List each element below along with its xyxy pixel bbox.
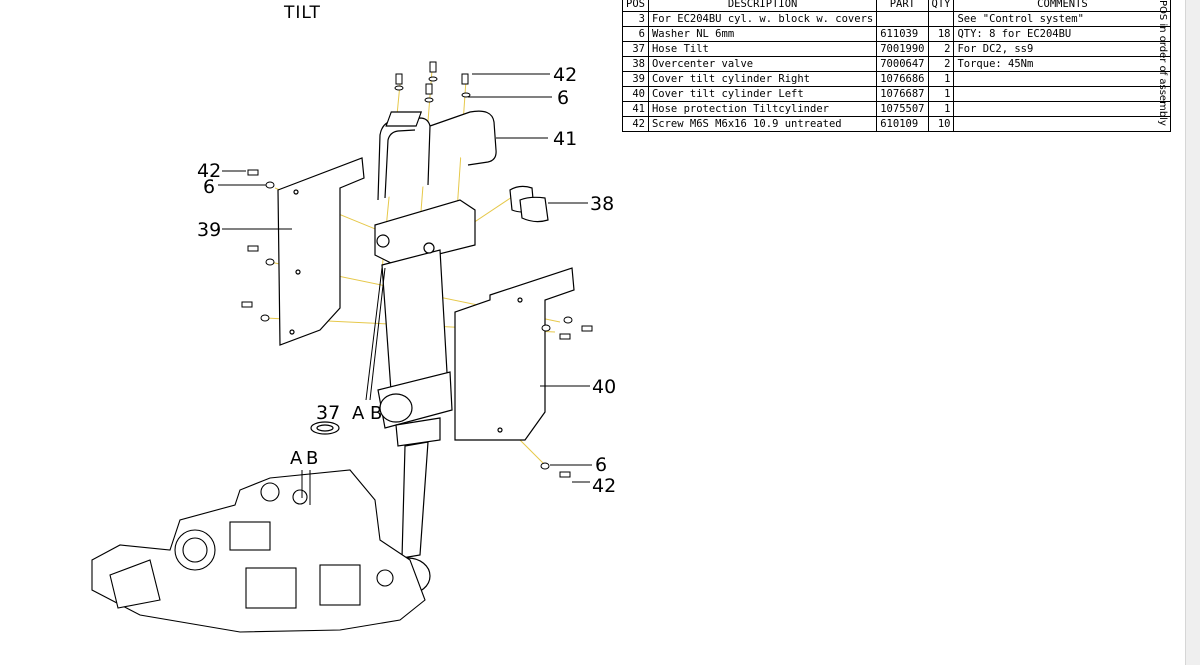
callout-41: 41 <box>553 128 577 150</box>
bom-table: POS DESCRIPTION PART QTY COMMENTS 3 For … <box>622 0 1172 132</box>
port-label-ab-upper: A B <box>352 403 382 424</box>
machine-base-part <box>91 469 426 633</box>
bom-part: 1075507 <box>876 101 929 117</box>
cover-right-part <box>277 157 365 346</box>
callout-6-bottom: 6 <box>595 454 607 476</box>
port-label-a-lower: A <box>290 448 303 469</box>
hose-protection-part <box>377 110 497 201</box>
bom-part: 7001990 <box>876 41 929 57</box>
callout-42-top: 42 <box>553 64 577 86</box>
leader-lines <box>218 73 592 505</box>
screw-and-washer-parts <box>241 61 593 478</box>
bom-description: Cover tilt cylinder Right <box>647 71 878 87</box>
bom-row: 41 Hose protection Tiltcylinder 1075507 … <box>622 101 1172 117</box>
cylinder-body-part <box>374 185 549 595</box>
callout-39: 39 <box>197 219 221 241</box>
callout-42-bottom: 42 <box>592 475 616 497</box>
bom-comments <box>953 116 1172 132</box>
bom-row: 3 For EC204BU cyl. w. block w. covers Se… <box>622 11 1172 27</box>
vertical-scrollbar[interactable] <box>1185 0 1200 665</box>
callout-6-top: 6 <box>557 87 569 109</box>
callout-40: 40 <box>592 376 616 398</box>
callout-37: 37 <box>316 402 340 424</box>
bom-pos: 37 <box>622 41 649 57</box>
bom-description: Screw M6S M6x16 10.9 untreated <box>647 116 878 132</box>
port-label-b-lower: B <box>306 448 318 469</box>
bom-comments: For DC2, ss9 <box>953 41 1172 57</box>
bom-comments: See "Control system" <box>953 11 1172 27</box>
hose-ring-part <box>310 421 340 435</box>
bom-qty: 18 <box>927 26 955 42</box>
bom-part: 610109 <box>876 116 929 132</box>
bom-qty: 10 <box>927 116 955 132</box>
bom-description: Cover tilt cylinder Left <box>647 86 878 102</box>
bom-pos: 38 <box>622 56 649 72</box>
bom-row: 37 Hose Tilt 7001990 2 For DC2, ss9 <box>622 41 1172 57</box>
callout-38: 38 <box>590 193 614 215</box>
bom-row: 38 Overcenter valve 7000647 2 Torque: 45… <box>622 56 1172 72</box>
bom-row: 40 Cover tilt cylinder Left 1076687 1 <box>622 86 1172 102</box>
cover-left-part <box>454 267 575 441</box>
bom-part: 611039 <box>876 26 929 42</box>
bom-description: For EC204BU cyl. w. block w. covers <box>647 11 878 27</box>
bom-row: 6 Washer NL 6mm 611039 18 QTY: 8 for EC2… <box>622 26 1172 42</box>
bom-row: 42 Screw M6S M6x16 10.9 untreated 610109… <box>622 116 1172 132</box>
drawing-title: TILT <box>284 3 321 23</box>
bom-description: Hose protection Tiltcylinder <box>647 101 878 117</box>
bom-pos: 42 <box>622 116 649 132</box>
callout-42-left: 42 <box>197 160 221 182</box>
bom-part: 7000647 <box>876 56 929 72</box>
bom-part: 1076686 <box>876 71 929 87</box>
callout-6-left: 6 <box>203 176 215 198</box>
